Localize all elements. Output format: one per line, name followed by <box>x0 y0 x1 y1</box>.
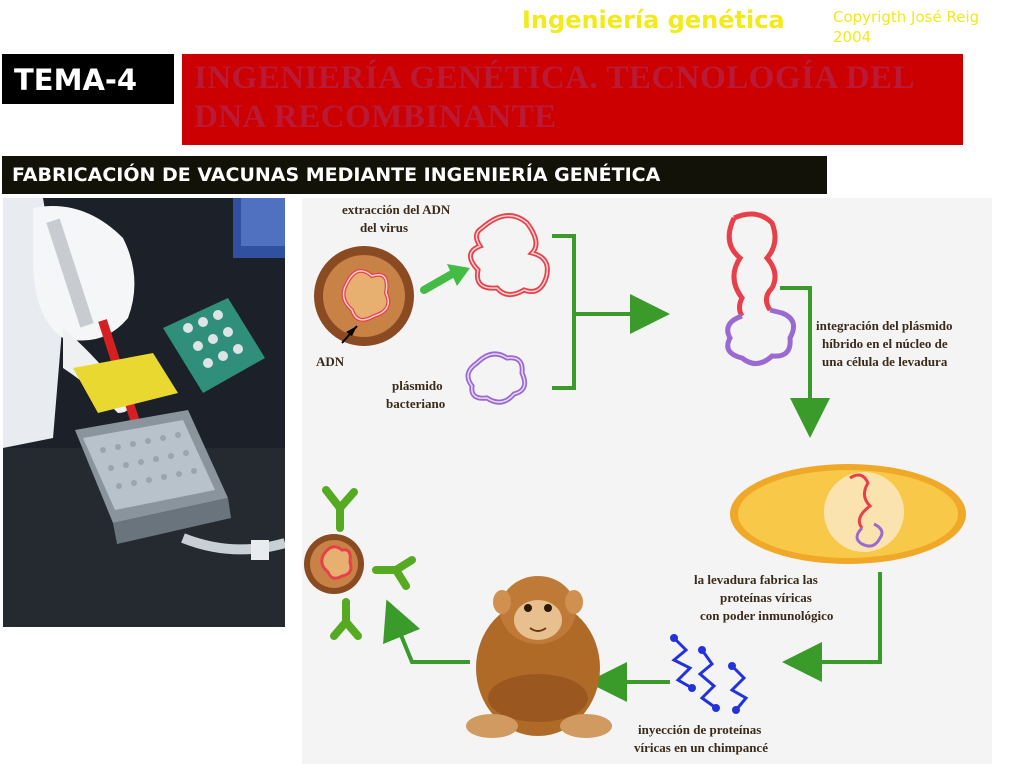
hybrid-plasmid-icon <box>725 211 797 366</box>
label-injection-2: víricas en un chimpancé <box>634 740 768 755</box>
label-dna: ADN <box>316 354 345 369</box>
copyright-line-2: 2004 <box>833 28 872 46</box>
copyright-notice: Copyrigth José Reig 2004 <box>833 7 1013 47</box>
label-yeast-3: con poder inmunológico <box>700 608 833 623</box>
label-integration-2: híbrido en el núcleo de <box>822 336 948 351</box>
topic-badge: TEMA-4 <box>2 54 174 104</box>
virus-antibody-icon <box>304 534 364 594</box>
yeast-cell-icon <box>730 464 966 564</box>
lab-photo <box>3 198 285 627</box>
slide-title-line-1: INGENIERÍA GENÉTICA. TECNOLOGÍA DEL <box>194 60 916 96</box>
subject-title: Ingeniería genética <box>522 6 785 34</box>
slide-title-box: INGENIERÍA GENÉTICA. TECNOLOGÍA DEL DNA … <box>182 54 963 145</box>
copyright-line-1: Copyrigth José Reig <box>833 8 980 26</box>
antibody-icon <box>322 486 416 640</box>
label-integration-3: una célula de levadura <box>822 354 948 369</box>
virus-icon <box>314 246 414 346</box>
vaccine-diagram: extracción del ADN del virus ADN plásmid… <box>302 198 992 764</box>
slide-title-line-2: DNA RECOMBINANTE <box>194 99 557 135</box>
label-plasmid-2: bacteriano <box>386 396 445 411</box>
label-plasmid-1: plásmido <box>392 378 443 393</box>
label-integration-1: integración del plásmido <box>816 318 953 333</box>
section-heading: FABRICACIÓN DE VACUNAS MEDIANTE INGENIER… <box>2 156 827 194</box>
label-extraction-1: extracción del ADN <box>342 202 451 217</box>
viral-protein-icon <box>671 636 749 711</box>
chimpanzee-icon <box>466 576 612 738</box>
label-yeast-1: la levadura fabrica las <box>694 572 818 587</box>
label-injection-1: inyección de proteínas <box>638 722 761 737</box>
label-extraction-2: del virus <box>360 220 408 235</box>
label-yeast-2: proteínas víricas <box>720 590 812 605</box>
